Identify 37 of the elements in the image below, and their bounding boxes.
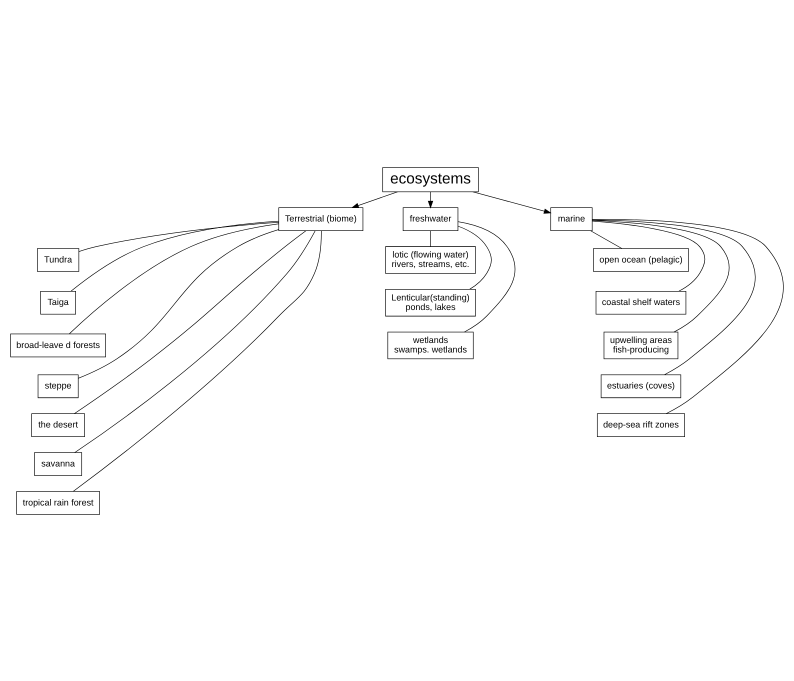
connector: [592, 218, 784, 414]
node-box: tropical rain forest: [16, 490, 100, 514]
connector: [592, 220, 730, 332]
connector: [72, 230, 322, 492]
connector: [458, 225, 492, 289]
arrow: [428, 190, 434, 208]
arrow: [351, 190, 398, 208]
connector: [74, 230, 306, 414]
connector: [430, 230, 431, 246]
connector: [78, 222, 279, 252]
connector: [68, 223, 280, 334]
node-box: lotic (flowing water) rivers, streams, etc.: [385, 246, 476, 274]
connector: [592, 220, 706, 291]
connector: [590, 230, 622, 248]
node-box: deep-sea rift zones: [596, 412, 685, 436]
node-box: freshwater: [402, 206, 458, 230]
node-box: Taiga: [40, 290, 76, 314]
node-box: ecosystems: [382, 166, 479, 192]
connector: [74, 230, 316, 452]
node-box: savanna: [34, 452, 82, 476]
node-box: steppe: [38, 374, 79, 398]
connector: [458, 220, 516, 332]
node-box: Terrestrial (biome): [278, 206, 364, 230]
node-box: estuaries (coves): [600, 374, 682, 398]
arrow: [472, 190, 552, 214]
connector: [70, 220, 280, 291]
node-box: coastal shelf waters: [596, 290, 686, 314]
node-box: upwelling areas fish-producing: [604, 331, 678, 359]
connector: [592, 219, 756, 375]
node-box: broad-leave d forests: [10, 333, 106, 357]
connector: [78, 228, 279, 378]
node-box: the desert: [31, 412, 85, 436]
node-box: wetlands swamps. wetlands: [388, 331, 474, 359]
node-box: open ocean (pelagic): [593, 248, 689, 272]
node-box: Lenticular(standing) ponds, lakes: [385, 288, 476, 316]
node-box: Tundra: [37, 248, 80, 272]
node-box: marine: [550, 206, 592, 230]
